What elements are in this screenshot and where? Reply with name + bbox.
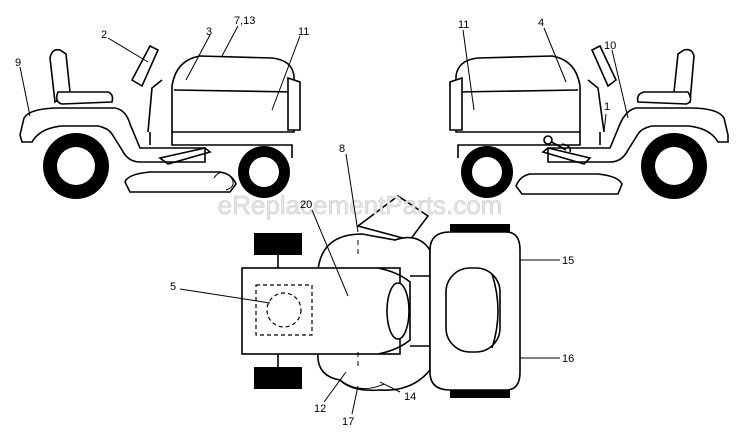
seat-cushion [55,91,114,105]
rear-tire-top [450,224,510,234]
callout-17: 17 [342,416,354,428]
rear-fender [547,107,729,163]
steering-column [587,79,605,133]
callout-15: 15 [562,255,574,267]
dashboard [386,282,410,340]
leader-lines [19,25,629,415]
lift-lever-knob [543,135,553,145]
callout-20: 20 [300,199,312,211]
hood-line [173,89,295,93]
callout-4: 4 [538,17,544,29]
callout-14: 14 [404,391,416,403]
deck-edge [339,379,385,390]
frame [149,132,293,158]
front-grille [449,76,463,131]
callout-12: 12 [314,403,326,415]
callout-1: 1 [604,101,610,113]
hood [455,55,581,133]
steering-wheel [590,44,618,88]
callout-5: 5 [170,281,176,293]
callout-11-left: 11 [298,26,309,38]
steering-column [147,79,163,133]
watermark: eReplacementParts.com [218,190,503,220]
rear-tire-bottom [450,388,510,398]
hood-decal-outline [255,284,313,336]
mower-deck [124,171,237,193]
front-tire-top [254,233,302,255]
front-grille [287,76,301,131]
front-wheel-rim [249,157,279,187]
callout-3: 3 [206,26,212,38]
seat-back [49,48,71,104]
front-wheel-rim [472,157,502,187]
rear-wheel-rim [57,147,95,185]
frame [457,132,601,158]
steering-wheel [130,44,160,88]
deck-lift-pedal [541,147,592,165]
callout-2: 2 [101,29,107,41]
seat-back-top [491,273,499,349]
front-tire-bottom [254,367,302,389]
rear-wheel-rim [655,147,693,185]
hood-decal-circle [266,292,302,328]
rear-fender [19,107,206,163]
callout-11-right: 11 [458,19,469,31]
discharge-chute-top [356,195,430,241]
callout-9: 9 [15,57,21,69]
mower-left-side-view [19,44,301,199]
callout-7-13: 7,13 [234,15,255,27]
discharge-chute [213,172,234,191]
callout-10: 10 [604,40,616,52]
seat-cushion [636,91,692,105]
callout-8: 8 [339,143,345,155]
seat-top [445,267,501,353]
hood-rear [377,267,411,355]
hood-top [241,267,401,355]
mower-deck [515,173,623,195]
hood [171,55,295,133]
seat-back [673,48,695,104]
callout-16: 16 [562,353,574,365]
mower-top-view [241,195,521,398]
body-connector [410,275,430,347]
callout-labels: 2 3 7,13 11 9 11 4 10 1 8 20 5 15 16 12 … [15,15,616,428]
deck-lift-pedal [158,147,212,165]
hood-line [455,89,579,93]
mower-right-side-view [449,44,729,199]
